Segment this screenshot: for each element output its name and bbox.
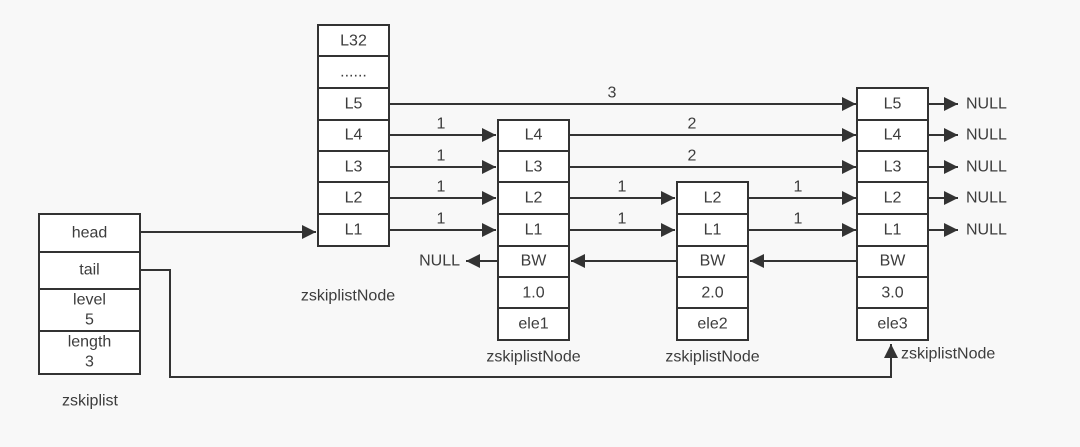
node3-label: zskiplistNode	[901, 346, 995, 363]
node3-cell-l5: L5	[884, 96, 902, 113]
header-cell-l2: L2	[345, 190, 363, 207]
span-label: 1	[437, 179, 446, 196]
header-cell-l4: L4	[345, 127, 363, 144]
node1-cell-l4: L4	[525, 127, 543, 144]
header-node-label: zskiplistNode	[301, 288, 395, 305]
node3-cell-l4: L4	[884, 127, 902, 144]
zskiplist-tail-field: tail	[79, 262, 99, 279]
node1-cell-ele: ele1	[518, 316, 548, 333]
zskiplist-level-label: level	[73, 292, 106, 309]
span-label: 1	[794, 179, 803, 196]
node2-box	[676, 181, 749, 341]
span-label: 2	[688, 148, 697, 165]
pointer-arrows	[140, 97, 958, 378]
node1-box	[497, 119, 570, 341]
header-cell-l5: L5	[345, 96, 363, 113]
span-label: 1	[794, 211, 803, 228]
node1-cell-score: 1.0	[522, 285, 544, 302]
zskiplist-head-field: head	[72, 225, 108, 242]
node1-label: zskiplistNode	[486, 349, 580, 366]
node-ele2: L2 L1 BW 2.0 ele2 zskiplistNode	[665, 181, 760, 366]
null-label-l4: NULL	[966, 127, 1007, 144]
span-label: 3	[608, 85, 617, 102]
null-label-l3: NULL	[966, 159, 1007, 176]
header-cell-dots: ......	[340, 64, 367, 81]
node3-cell-l3: L3	[884, 159, 902, 176]
tail-pointer-arrow	[140, 269, 898, 378]
span-labels: 3 1 1 1 1 2 2 1 1 1 1	[437, 85, 803, 228]
node-ele3: L5 L4 L3 L2 L1 BW 3.0 ele3 zskiplistNode	[856, 87, 995, 363]
header-cell-l3: L3	[345, 159, 363, 176]
node1-cell-bw: BW	[521, 253, 548, 270]
span-label: 1	[618, 179, 627, 196]
null-label-l1: NULL	[966, 222, 1007, 239]
zskiplist-level-value: 5	[85, 312, 94, 329]
node3-cell-l2: L2	[884, 190, 902, 207]
zskiplist-box	[38, 213, 141, 375]
node1-cell-l1: L1	[525, 222, 543, 239]
node3-cell-bw: BW	[880, 253, 907, 270]
node1-cell-l3: L3	[525, 159, 543, 176]
null-label-l2: NULL	[966, 190, 1007, 207]
span-label: 1	[437, 148, 446, 165]
node1-cell-l2: L2	[525, 190, 543, 207]
zskiplist-label: zskiplist	[62, 393, 119, 410]
null-labels: NULL NULL NULL NULL NULL NULL	[419, 96, 1007, 270]
zskiplist-length-label: length	[68, 334, 112, 351]
node3-cell-score: 3.0	[881, 285, 903, 302]
zskiplist-length-value: 3	[85, 354, 94, 371]
header-cell-l32: L32	[340, 33, 367, 50]
node2-cell-l1: L1	[704, 222, 722, 239]
span-label: 1	[437, 116, 446, 133]
node3-cell-l1: L1	[884, 222, 902, 239]
node2-label: zskiplistNode	[665, 349, 759, 366]
node2-cell-l2: L2	[704, 190, 722, 207]
span-label: 1	[618, 211, 627, 228]
node2-cell-score: 2.0	[701, 285, 723, 302]
null-label-l5: NULL	[966, 96, 1007, 113]
span-label: 2	[688, 116, 697, 133]
header-node: L32 ...... L5 L4 L3 L2 L1 zskiplistNode	[301, 24, 395, 305]
span-label: 1	[437, 211, 446, 228]
header-cell-l1: L1	[345, 222, 363, 239]
node2-cell-ele: ele2	[697, 316, 727, 333]
node3-cell-ele: ele3	[877, 316, 907, 333]
node2-cell-bw: BW	[700, 253, 727, 270]
zskiplist-struct: head tail level 5 length 3 zskiplist	[38, 213, 141, 410]
null-label-backward: NULL	[419, 253, 460, 270]
header-node-box	[317, 24, 390, 247]
node-ele1: L4 L3 L2 L1 BW 1.0 ele1 zskiplistNode	[486, 119, 581, 366]
